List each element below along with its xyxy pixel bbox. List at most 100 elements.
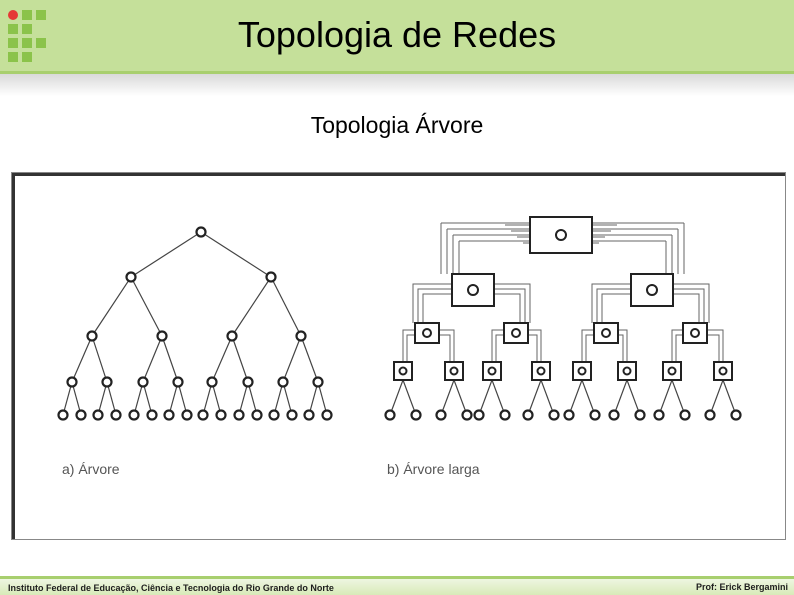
wide-tree-link (618, 334, 624, 361)
tree-link (211, 381, 222, 416)
wide-tree-link (417, 288, 451, 323)
slide-subtitle: Topologia Árvore (310, 112, 484, 138)
tree-link (168, 381, 179, 416)
tree-link (211, 335, 233, 383)
wide-tree-link (585, 334, 594, 361)
wide-tree-link (581, 379, 596, 416)
tree-link (282, 381, 293, 416)
wide-tree-link (406, 334, 415, 361)
wide-tree-link (674, 283, 710, 323)
wide-tree-leaf-node (653, 409, 665, 421)
wide-tree-root-switch-port (555, 229, 567, 241)
wide-tree-link (453, 379, 468, 416)
tree-link (238, 381, 249, 416)
tree-link (142, 335, 163, 383)
slide-footer: Instituto Federal de Educação, Ciência e… (0, 576, 794, 595)
wide-tree-switch-port (577, 366, 587, 376)
tree-leaf-node (233, 409, 245, 421)
tree-leaf-node (110, 409, 122, 421)
wide-tree-switch-port (511, 328, 521, 338)
wide-tree-link (412, 283, 451, 323)
tree-leaf-node (92, 409, 104, 421)
wide-tree-diagram (384, 216, 742, 421)
wide-tree-link (671, 379, 686, 416)
tree-link (247, 381, 258, 416)
wide-tree-leaf-node (473, 409, 485, 421)
wide-tree-link (675, 334, 683, 361)
tree-node (66, 376, 78, 388)
caption-tree: a) Árvore (62, 461, 120, 477)
wide-tree-link (402, 329, 415, 361)
wide-tree-link (402, 379, 417, 416)
tree-link (300, 335, 319, 383)
slide-title: Topologia de Redes (237, 14, 557, 55)
wide-tree-switch-port (667, 366, 677, 376)
wide-tree-leaf-node (522, 409, 534, 421)
wide-tree-link (495, 334, 504, 361)
wide-tree-link (491, 379, 506, 416)
wide-tree-leaf-node (679, 409, 691, 421)
wide-tree-leaf-node (384, 409, 396, 421)
tree-node (277, 376, 289, 388)
wide-tree-link (527, 379, 542, 416)
tree-link (130, 276, 163, 337)
wide-tree-leaf-node (435, 409, 447, 421)
wide-tree-link (422, 293, 451, 323)
wide-tree-link (495, 283, 531, 323)
tree-node (312, 376, 324, 388)
header-shadow (0, 74, 794, 96)
tree-node (265, 271, 277, 283)
tree-topology-diagram: a) Árvore b) Árvore larga (57, 216, 742, 477)
wide-tree-link (389, 379, 404, 416)
tree-link (200, 231, 272, 278)
tree-leaf-node (303, 409, 315, 421)
wide-tree-link (674, 288, 705, 323)
wide-tree-leaf-node (548, 409, 560, 421)
tree-leaf-node (268, 409, 280, 421)
wide-tree-switch-port (398, 366, 408, 376)
tree-node (125, 271, 137, 283)
tree-node (206, 376, 218, 388)
tree-link (273, 381, 284, 416)
wide-tree-link (478, 379, 493, 416)
wide-tree-leaf-node (608, 409, 620, 421)
tree-link (231, 276, 272, 337)
wide-tree-switch-port (487, 366, 497, 376)
tree-leaf-node (128, 409, 140, 421)
tree-node (195, 226, 207, 238)
wide-tree-switch-port (690, 328, 700, 338)
wide-tree-link (581, 329, 594, 361)
tree-node (172, 376, 184, 388)
wide-tree-link (626, 379, 641, 416)
tree-node (226, 330, 238, 342)
wide-tree-switch-port (622, 366, 632, 376)
wide-tree-leaf-node (461, 409, 473, 421)
wide-tree-switch-port (422, 328, 432, 338)
wide-tree-link (591, 283, 630, 323)
tree-leaf-node (286, 409, 298, 421)
wide-tree-link (440, 379, 455, 416)
wide-tree-link (674, 293, 700, 323)
wide-tree-link (495, 293, 521, 323)
wide-tree-switch-port (646, 284, 658, 296)
tree-node (242, 376, 254, 388)
wide-tree-link (671, 329, 683, 361)
wide-tree-link (613, 379, 628, 416)
tree-link (231, 335, 249, 383)
tree-leaf-node (321, 409, 333, 421)
wide-tree-switch-port (467, 284, 479, 296)
tree-link (91, 335, 108, 383)
wide-tree-leaf-node (410, 409, 422, 421)
wide-tree-link (439, 334, 451, 361)
wide-tree-link (658, 379, 673, 416)
tree-node (156, 330, 168, 342)
wide-tree-link (707, 334, 720, 361)
tree-link (317, 381, 328, 416)
ifrn-logo (8, 10, 48, 64)
tree-link (71, 381, 82, 416)
tree-leaf-node (57, 409, 69, 421)
wide-tree-link (596, 288, 630, 323)
tree-node (137, 376, 149, 388)
tree-leaf-node (75, 409, 87, 421)
wide-tree-leaf-node (704, 409, 716, 421)
